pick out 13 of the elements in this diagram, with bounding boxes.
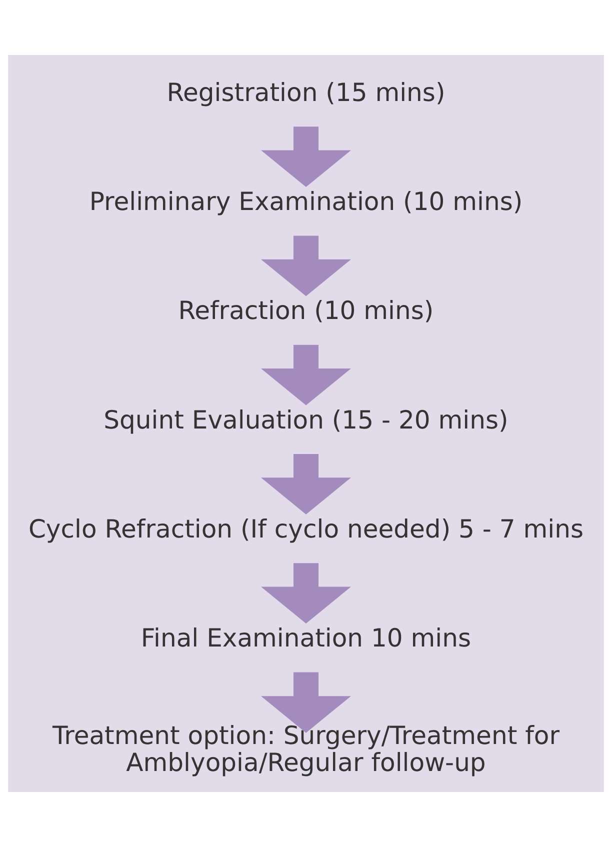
arrow <box>261 344 351 406</box>
arrow <box>261 672 351 733</box>
node-text: Squint Evaluation (15 - 20 mins) <box>104 405 508 434</box>
node-text: Preliminary Examination (10 mins) <box>89 187 523 216</box>
node-text: Treatment option: Surgery/Treatment for Amblyopia/Regular follow-up <box>52 721 560 777</box>
node-text: Cyclo Refraction (If cyclo needed) 5 - 7 mins <box>28 514 584 544</box>
arrow <box>261 563 351 624</box>
node-text: Registration (15 mins) <box>166 78 446 107</box>
node-text: Final Examination 10 mins <box>140 624 472 653</box>
arrow <box>261 236 351 296</box>
node-text: Refraction (10 mins) <box>178 296 434 326</box>
arrow <box>261 454 351 514</box>
arrow <box>261 126 351 188</box>
